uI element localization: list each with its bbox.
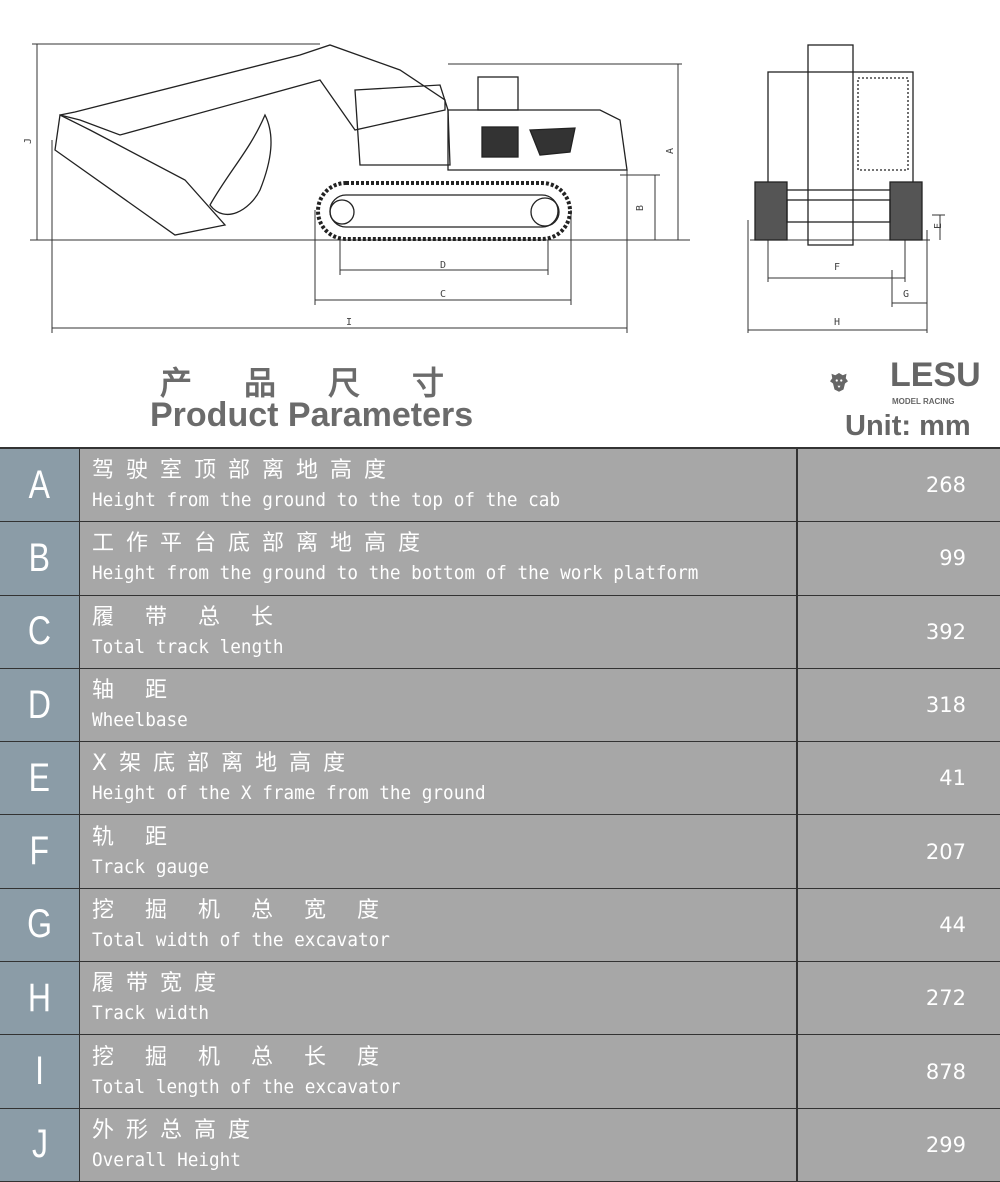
table-row: F 轨 距 Track gauge 207 [0, 815, 1000, 889]
parameters-table: A 驾驶室顶部离地高度 Height from the ground to the … [0, 447, 1000, 1182]
table-row: A 驾驶室顶部离地高度 Height from the ground to the … [0, 449, 1000, 523]
row-letter: B [28, 535, 51, 580]
row-label-cn: 轨 距 [92, 824, 179, 850]
row-label-cn: 履带宽度 [92, 971, 229, 997]
row-letter: C [27, 609, 52, 654]
row-letter: D [27, 682, 52, 727]
row-letter: G [27, 902, 52, 947]
table-row: J 外形总高度 Overall Height 299 [0, 1108, 1000, 1182]
row-value: 99 [798, 522, 1000, 595]
row-label-cn: 挖 掘 机 总 宽 度 [92, 897, 391, 923]
dim-label-g: G [903, 289, 909, 300]
row-value: 272 [798, 962, 1000, 1035]
row-label-en: Height from the ground to the bottom of … [92, 562, 699, 585]
table-row: B 工作平台底部离地高度 Height from the ground to the… [0, 522, 1000, 596]
row-value: 299 [798, 1108, 1000, 1181]
row-label-en: Total width of the excavator [92, 928, 390, 951]
row-letter: A [28, 462, 51, 507]
row-letter: H [27, 975, 52, 1020]
dim-label-i: I [346, 317, 352, 328]
dim-label-e: E [933, 223, 944, 229]
table-row: E X架底部离地高度 Height of the X frame from the … [0, 742, 1000, 816]
brand-name: LESU [890, 356, 981, 394]
title-chinese: 产品尺寸 [160, 364, 497, 402]
row-label-en: Height from the ground to the top of the… [92, 489, 561, 512]
row-value: 44 [798, 888, 1000, 962]
row-letter: J [31, 1122, 48, 1167]
table-row: G 挖 掘 机 总 宽 度 Total width of the excavator… [0, 888, 1000, 963]
unit-label: Unit: mm [845, 410, 971, 442]
row-letter: I [35, 1049, 44, 1094]
table-row: I 挖 掘 机 总 长 度 Total length of the excavato… [0, 1035, 1000, 1109]
row-label-cn: 轴 距 [92, 678, 179, 704]
excavator-dimension-drawing: J A B D C I E F G H [23, 43, 945, 333]
row-label-en: Total track length [92, 635, 284, 658]
table-row: H 履带宽度 Track width 272 [0, 962, 1000, 1036]
row-label-en: Track gauge [92, 855, 210, 878]
lion-logo-icon [830, 373, 848, 392]
row-label-en: Overall Height [92, 1148, 241, 1171]
brand-subtitle: MODEL RACING [892, 397, 955, 406]
row-value: 41 [798, 742, 1000, 815]
row-label-cn: 挖 掘 机 总 长 度 [92, 1044, 391, 1070]
dim-label-d: D [440, 260, 446, 271]
title-english: Product Parameters [150, 396, 474, 434]
row-label-cn: 工作平台底部离地高度 [92, 531, 433, 557]
row-value: 392 [798, 595, 1000, 668]
table-row: D 轴 距 Wheelbase 318 [0, 668, 1000, 743]
dim-label-h: H [834, 317, 840, 328]
row-letter: F [29, 829, 50, 874]
row-letter: E [28, 755, 51, 800]
dim-label-b: B [635, 205, 646, 211]
row-label-cn: 履 带 总 长 [92, 604, 285, 630]
dim-label-a: A [665, 148, 676, 154]
row-label-en: Total length of the excavator [92, 1075, 401, 1098]
row-label-en: Wheelbase [92, 709, 188, 732]
dim-label-c: C [440, 289, 446, 300]
table-row: C 履 带 总 长 Total track length 392 [0, 595, 1000, 669]
row-value: 207 [798, 815, 1000, 888]
row-label-cn: X架底部离地高度 [92, 751, 358, 777]
dim-label-f: F [834, 262, 840, 273]
row-label-cn: 外形总高度 [92, 1117, 263, 1143]
row-value: 878 [798, 1035, 1000, 1108]
row-value: 268 [798, 449, 1000, 522]
dim-label-j: J [23, 138, 34, 144]
row-label-en: Track width [92, 1002, 210, 1025]
row-value: 318 [798, 668, 1000, 742]
row-label-cn: 驾驶室顶部离地高度 [92, 458, 399, 484]
row-label-en: Height of the X frame from the ground [92, 782, 486, 805]
